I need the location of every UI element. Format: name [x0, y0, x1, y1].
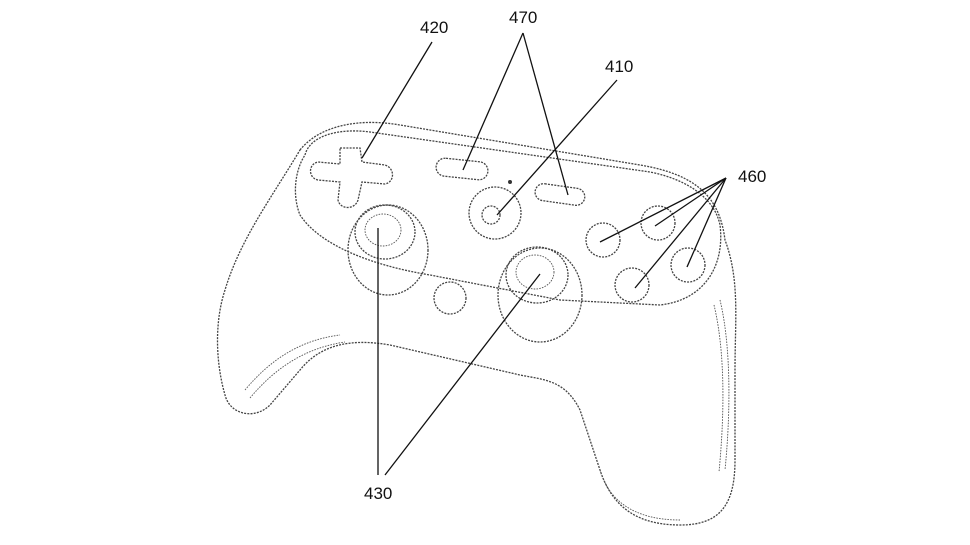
- face-button-1: [585, 222, 621, 258]
- label-420: 420: [420, 18, 449, 37]
- leader-460d: [686, 177, 727, 268]
- face-button-2: [640, 205, 676, 241]
- dpad-icon: [309, 147, 394, 209]
- label-470: 470: [509, 8, 538, 27]
- face-button-3: [614, 267, 650, 303]
- leader-420: [361, 41, 433, 159]
- leader-460a: [599, 177, 727, 243]
- menu-button-left: [435, 157, 489, 181]
- home-button: [468, 186, 522, 240]
- mic-button: [433, 281, 467, 315]
- menu-button-right: [534, 183, 586, 206]
- left-joystick: [347, 204, 429, 296]
- leader-470a: [462, 32, 524, 171]
- leader-430b: [384, 273, 541, 476]
- label-460: 460: [738, 167, 767, 186]
- leader-410: [496, 79, 618, 216]
- indicator-dot: [508, 180, 512, 184]
- leader-460b: [654, 177, 727, 227]
- leader-460c: [634, 177, 727, 289]
- controller-body: [216, 121, 737, 526]
- label-410: 410: [605, 57, 634, 76]
- top-plate: [294, 130, 722, 306]
- right-joystick: [497, 247, 583, 343]
- leader-470b: [522, 32, 569, 196]
- label-430: 430: [364, 484, 393, 503]
- face-button-4: [670, 247, 706, 283]
- body-hatching: [244, 299, 730, 521]
